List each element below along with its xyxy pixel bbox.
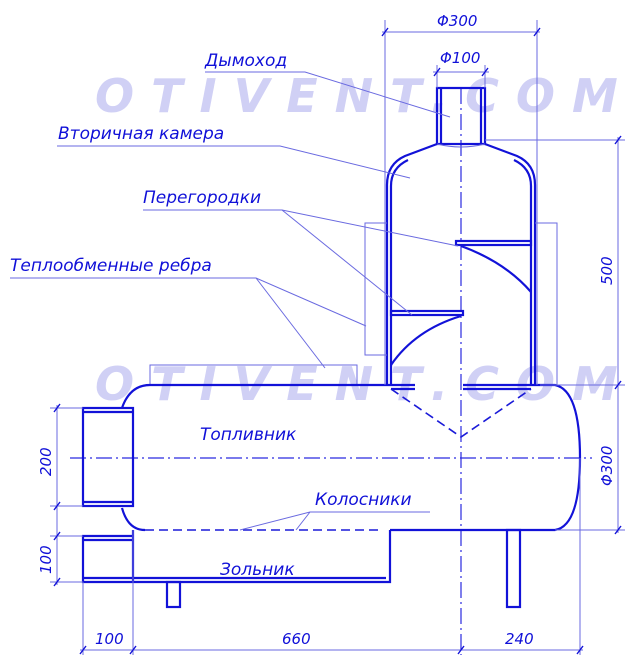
label-firebox: Топливник	[200, 425, 297, 445]
heat-exchange-fins	[149, 222, 558, 385]
label-secondary-chamber: Вторичная камера	[58, 124, 224, 144]
rear-leg	[505, 528, 522, 609]
label-chimney: Дымоход	[204, 51, 287, 71]
label-baffles: Перегородки	[143, 188, 261, 208]
dim-firebox-diameter: Φ300	[598, 446, 616, 486]
dim-chamber-height: 500	[598, 256, 616, 285]
dim-rear-length: 240	[505, 630, 534, 648]
label-heat-fins: Теплообменные ребра	[10, 256, 212, 276]
label-grates: Колосники	[315, 490, 412, 510]
dim-firebox-length: 660	[282, 630, 311, 648]
dim-door-depth: 100	[95, 630, 124, 648]
label-ash-box: Зольник	[220, 560, 295, 580]
secondary-chamber	[385, 142, 537, 385]
dim-chimney-diameter: Φ100	[440, 49, 480, 67]
dimension-lines	[50, 20, 625, 655]
firebox-door	[81, 406, 135, 508]
dim-ash-height: 100	[37, 545, 55, 574]
chimney	[435, 86, 487, 148]
front-leg	[165, 580, 182, 609]
dim-top-diameter: Φ300	[437, 12, 477, 30]
watermark-top: OTIVENT.COM	[95, 69, 630, 123]
leader-lines	[10, 71, 459, 531]
baffles	[389, 239, 533, 366]
dim-door-height: 200	[37, 447, 55, 476]
